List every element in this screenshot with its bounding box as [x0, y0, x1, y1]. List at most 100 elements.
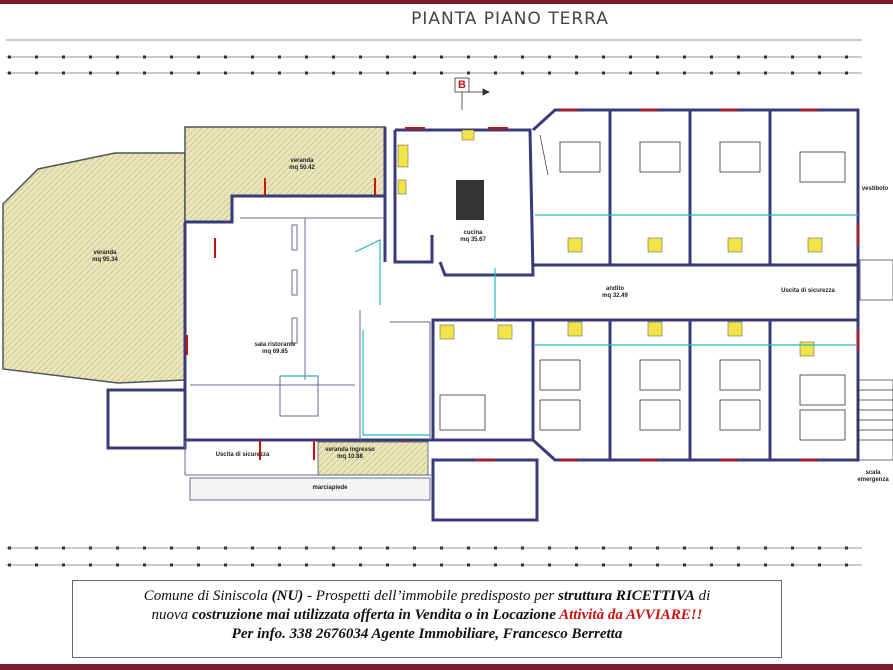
- veranda-top: [184, 126, 386, 223]
- dimension-tick: [656, 55, 659, 59]
- dimension-tick: [116, 546, 119, 550]
- dimension-tick: [494, 55, 497, 59]
- dimension-tick: [494, 71, 497, 75]
- dimension-tick: [386, 563, 389, 567]
- dimension-tick: [602, 71, 605, 75]
- caption-l1-a: Comune di Siniscola: [143, 588, 272, 604]
- dimension-tick: [89, 546, 92, 550]
- frame-top-border: [0, 0, 893, 4]
- floor-plan: [2, 39, 893, 567]
- label-veranda-large: veranda mq 95.34: [75, 250, 135, 264]
- dimension-tick: [116, 55, 119, 59]
- dimension-ticks-top: [8, 55, 848, 75]
- dimension-ticks-bottom: [8, 546, 848, 567]
- dimension-tick: [197, 546, 200, 550]
- caption-l2-c: Attività da AVVIARE!!: [555, 607, 703, 623]
- dimension-tick: [575, 563, 578, 567]
- dimension-tick: [602, 563, 605, 567]
- dimension-tick: [35, 71, 38, 75]
- dimension-tick: [629, 563, 632, 567]
- dimension-tick: [332, 55, 335, 59]
- caption-l1-b: (NU): [271, 588, 304, 604]
- dimension-tick: [224, 55, 227, 59]
- dimension-tick: [89, 563, 92, 567]
- dimension-tick: [224, 563, 227, 567]
- dimension-tick: [656, 563, 659, 567]
- dimension-tick: [170, 546, 173, 550]
- dimension-tick: [89, 71, 92, 75]
- dimension-tick: [521, 71, 524, 75]
- caption-l2-a: nuova: [151, 607, 192, 623]
- dimension-tick: [548, 71, 551, 75]
- label-veranda-ingresso: veranda ingresso mq 10.88: [325, 447, 375, 461]
- dimension-tick: [62, 546, 65, 550]
- sala-area: mq 69.85: [262, 349, 288, 355]
- dimension-tick: [548, 546, 551, 550]
- dimension-tick: [440, 71, 443, 75]
- veranda-large: [2, 152, 186, 384]
- dimension-tick: [224, 71, 227, 75]
- dimension-tick: [440, 546, 443, 550]
- dimension-tick: [737, 55, 740, 59]
- interior-lines: [184, 217, 433, 501]
- dimension-tick: [197, 55, 200, 59]
- dimension-tick: [251, 55, 254, 59]
- veranda-large-name: veranda: [93, 250, 117, 256]
- dimension-tick: [656, 71, 659, 75]
- dimension-tick: [143, 546, 146, 550]
- veranda-large-area: mq 95.34: [92, 257, 118, 263]
- section-arrow: [454, 77, 490, 110]
- dimension-tick: [791, 55, 794, 59]
- dimension-tick: [305, 546, 308, 550]
- label-sala: sala ristorante mq 69.85: [250, 342, 300, 356]
- dimension-tick: [170, 55, 173, 59]
- beds: [439, 141, 846, 441]
- dimension-tick: [305, 563, 308, 567]
- dimension-tick: [629, 55, 632, 59]
- dimension-tick: [359, 55, 362, 59]
- kitchen-table: [456, 180, 484, 220]
- dimension-tick: [467, 55, 470, 59]
- dimension-tick: [737, 71, 740, 75]
- dimension-tick: [143, 55, 146, 59]
- dimension-tick: [116, 71, 119, 75]
- dimension-tick: [305, 71, 308, 75]
- dimension-tick: [683, 71, 686, 75]
- dimension-tick: [602, 546, 605, 550]
- dimension-tick: [548, 55, 551, 59]
- dimension-tick: [710, 563, 713, 567]
- dimension-tick: [8, 546, 11, 550]
- dimension-tick: [413, 55, 416, 59]
- opening-markers: [186, 109, 859, 461]
- dimension-tick: [683, 55, 686, 59]
- label-marciapiede: marciapiede: [312, 485, 348, 491]
- dimension-tick: [386, 71, 389, 75]
- dimension-tick: [251, 71, 254, 75]
- dimension-tick: [170, 71, 173, 75]
- dimension-tick: [710, 546, 713, 550]
- dimension-tick: [386, 55, 389, 59]
- caption-line-2: nuova costruzione mai utilizzata offerta…: [73, 606, 781, 625]
- dimension-tick: [305, 55, 308, 59]
- caption-text: Comune di Siniscola (NU) - Prospetti del…: [73, 587, 781, 644]
- dimension-tick: [386, 546, 389, 550]
- dimension-tick: [521, 563, 524, 567]
- dimension-tick: [359, 546, 362, 550]
- dimension-lines-bottom: [6, 547, 862, 566]
- dimension-tick: [791, 563, 794, 567]
- dimension-tick: [359, 563, 362, 567]
- caption-l3: Per info. 338 2676034 Agente Immobiliare…: [231, 626, 623, 642]
- dimension-tick: [62, 55, 65, 59]
- cucina-area: mq 35.67: [460, 237, 486, 243]
- dimension-tick: [332, 71, 335, 75]
- dimension-tick: [440, 563, 443, 567]
- dimension-tick: [494, 546, 497, 550]
- label-veranda-top: veranda mq 50.42: [272, 158, 332, 172]
- veranda-top-area: mq 50.42: [289, 165, 315, 171]
- dimension-tick: [602, 55, 605, 59]
- dimension-tick: [467, 71, 470, 75]
- plan-title: PIANTA PIANO TERRA: [411, 9, 609, 29]
- dimension-tick: [143, 71, 146, 75]
- dimension-tick: [737, 546, 740, 550]
- label-section-marker: B: [458, 79, 466, 91]
